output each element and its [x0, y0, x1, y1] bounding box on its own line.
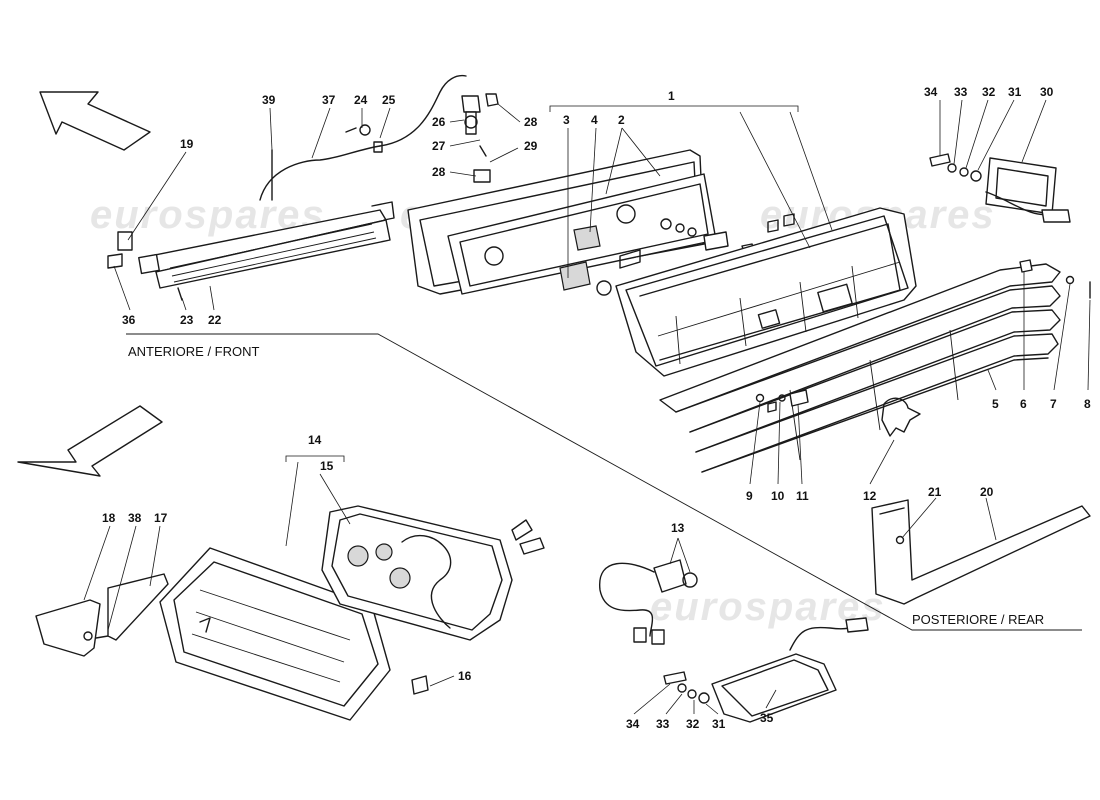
callout-28-upper: 28 — [524, 115, 538, 129]
callout-31-upper: 31 — [1008, 85, 1022, 99]
callout-17: 17 — [154, 511, 168, 525]
callout-26: 26 — [432, 115, 446, 129]
callout-2: 2 — [618, 113, 625, 127]
callout-8: 8 — [1084, 397, 1091, 411]
section-divider-line — [126, 333, 1082, 631]
callout-11: 11 — [796, 489, 809, 503]
direction-arrow-rear-icon — [17, 405, 163, 477]
callout-numbers: 1 2 3 4 5 6 7 8 9 10 11 12 13 14 15 16 1… — [102, 85, 1091, 731]
rear-lamp-lens-assembly — [615, 207, 917, 377]
bulb-holder-assembly — [599, 559, 698, 645]
direction-arrow-front-icon — [39, 91, 151, 151]
rear-lamp-housing-assembly — [407, 149, 755, 296]
callout-bracket-1 — [549, 105, 799, 112]
callout-14: 14 — [308, 433, 322, 447]
callout-21: 21 — [928, 485, 942, 499]
callout-23: 23 — [180, 313, 194, 327]
callout-39: 39 — [262, 93, 276, 107]
callout-36: 36 — [122, 313, 136, 327]
front-switch-cluster — [461, 93, 499, 183]
callout-31-lower: 31 — [712, 717, 726, 731]
callout-32-upper: 32 — [982, 85, 996, 99]
callout-38: 38 — [128, 511, 142, 525]
callout-30: 30 — [1040, 85, 1054, 99]
callout-25: 25 — [382, 93, 396, 107]
callout-37: 37 — [322, 93, 336, 107]
callout-1: 1 — [668, 89, 675, 103]
callout-3: 3 — [563, 113, 570, 127]
leader-lines — [83, 99, 1091, 715]
callout-19: 19 — [180, 137, 194, 151]
callout-13: 13 — [671, 521, 685, 535]
rear-grille-assembly — [659, 259, 1091, 473]
front-light-bar-assembly — [107, 74, 467, 301]
callout-33-lower: 33 — [656, 717, 670, 731]
callout-18: 18 — [102, 511, 116, 525]
section-label-rear: POSTERIORE / REAR — [912, 612, 1044, 627]
section-label-front: ANTERIORE / FRONT — [128, 344, 260, 359]
callout-4: 4 — [591, 113, 598, 127]
callout-34-lower: 34 — [626, 717, 640, 731]
rear-bracket-assembly — [871, 499, 1091, 605]
front-headlamp-assembly — [159, 505, 545, 721]
callout-5: 5 — [992, 397, 999, 411]
callout-20: 20 — [980, 485, 994, 499]
callout-27: 27 — [432, 139, 446, 153]
callout-7: 7 — [1050, 397, 1057, 411]
front-lens-trim-assembly — [35, 573, 169, 657]
callout-22: 22 — [208, 313, 222, 327]
callout-bracket-14 — [285, 455, 345, 462]
callout-12: 12 — [863, 489, 877, 503]
callout-24: 24 — [354, 93, 368, 107]
callout-34-upper: 34 — [924, 85, 938, 99]
callout-9: 9 — [746, 489, 753, 503]
callout-10: 10 — [771, 489, 785, 503]
callout-15: 15 — [320, 459, 334, 473]
callout-35: 35 — [760, 711, 774, 725]
side-marker-assembly — [663, 617, 869, 723]
callout-6: 6 — [1020, 397, 1027, 411]
callout-33-upper: 33 — [954, 85, 968, 99]
callout-16: 16 — [458, 669, 472, 683]
callout-29: 29 — [524, 139, 538, 153]
callout-32-lower: 32 — [686, 717, 700, 731]
callout-28-lower: 28 — [432, 165, 446, 179]
plate-light-assembly — [929, 153, 1071, 223]
